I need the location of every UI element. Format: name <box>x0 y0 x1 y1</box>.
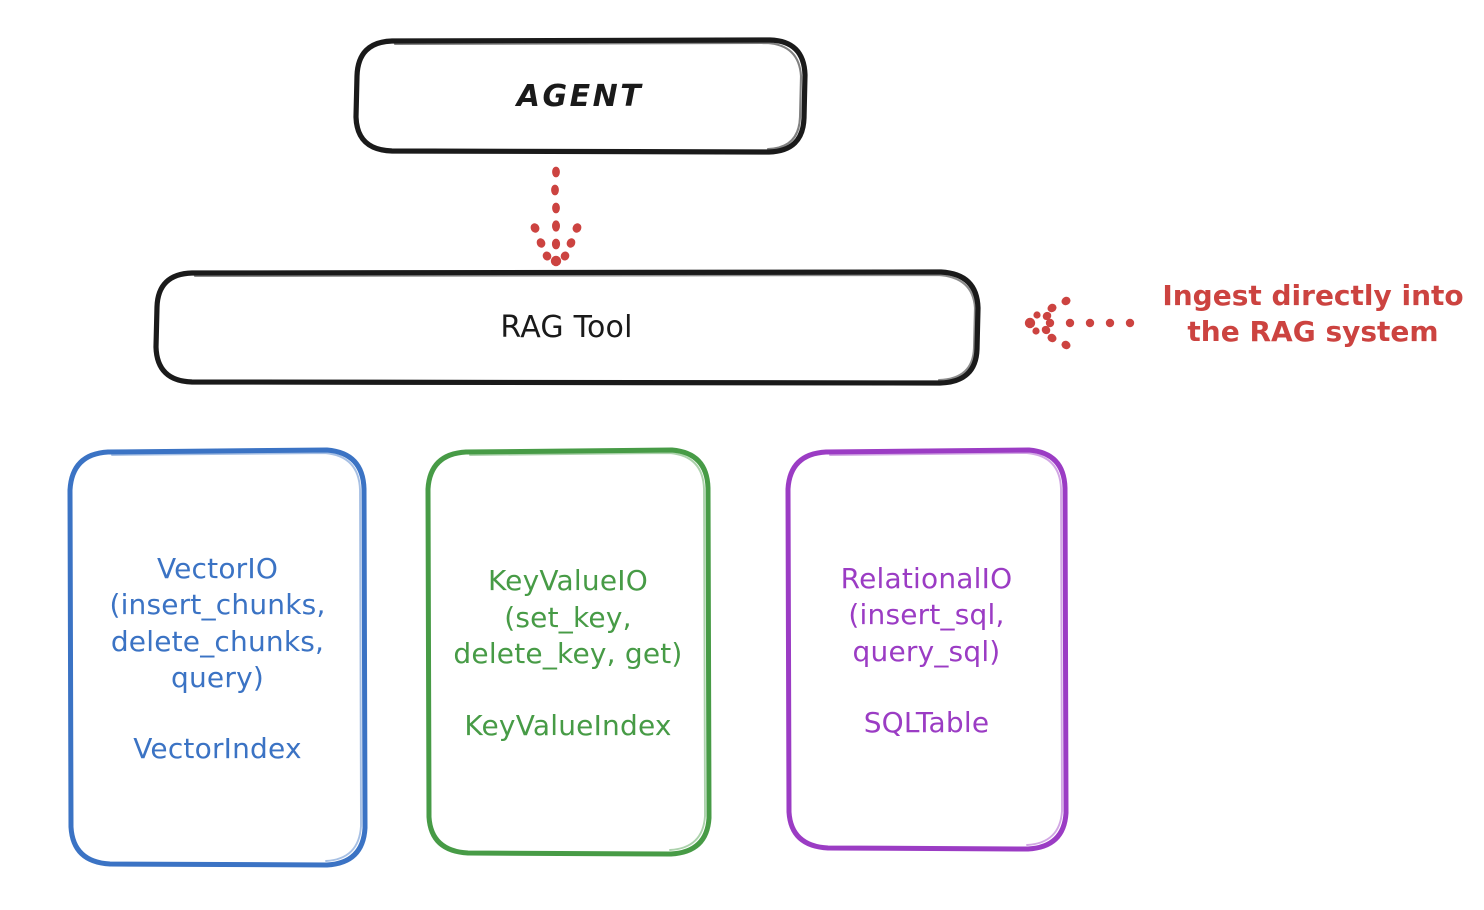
ingest-to-rag-tool-arrow <box>1024 296 1135 350</box>
keyvalue-store-node-shape[interactable] <box>425 447 712 857</box>
agent-node-shape[interactable] <box>353 37 808 155</box>
rag-tool-node-shape[interactable] <box>153 269 981 386</box>
relational-store-node-shape[interactable] <box>785 447 1069 852</box>
vector-store-node-shape[interactable] <box>67 447 368 868</box>
agent-to-rag-tool-arrow <box>530 166 582 267</box>
